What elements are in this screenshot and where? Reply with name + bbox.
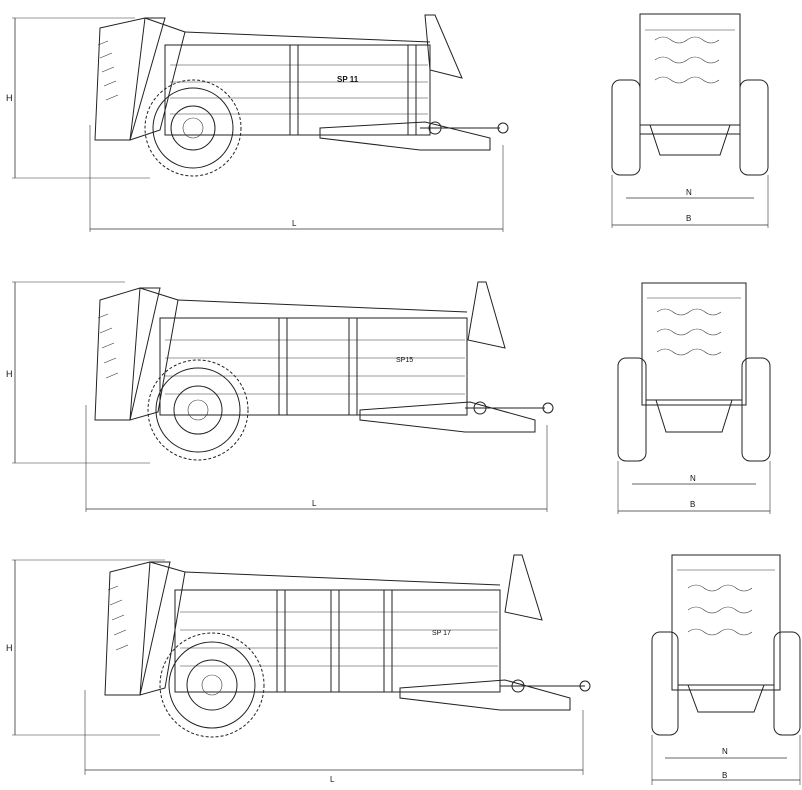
dim-label-track: N — [722, 747, 728, 756]
row-sp15: H L SP15 — [6, 281, 771, 514]
model-label: SP 11 — [337, 75, 359, 84]
dim-label-length: L — [312, 499, 317, 508]
dim-label-height: H — [6, 643, 13, 653]
row-sp11: H L SP 11 — [6, 13, 769, 232]
dim-label-height: H — [6, 369, 13, 379]
side-view-sp15: H L SP15 — [6, 281, 554, 512]
dim-label-track: N — [686, 188, 692, 197]
model-label: SP15 — [396, 357, 413, 364]
dim-label-width: B — [722, 771, 727, 780]
wheel — [144, 79, 242, 177]
dim-label-length: L — [330, 775, 335, 784]
wheel — [147, 359, 249, 461]
rear-view-sp11: N B — [611, 13, 769, 228]
side-view-sp17: H L SP 17 — [6, 554, 591, 784]
dim-label-height: H — [6, 93, 13, 103]
rear-view-sp17: N B — [651, 554, 801, 785]
dim-label-length: L — [292, 219, 297, 228]
dim-label-track: N — [690, 474, 696, 483]
dim-label-width: B — [690, 500, 695, 509]
dim-label-width: B — [686, 214, 691, 223]
model-label: SP 17 — [432, 630, 451, 637]
side-view-sp11: H L SP 11 — [6, 14, 509, 232]
rear-view-sp15: N B — [617, 282, 771, 514]
row-sp17: H L SP 17 — [6, 554, 801, 785]
wheel — [159, 632, 265, 738]
